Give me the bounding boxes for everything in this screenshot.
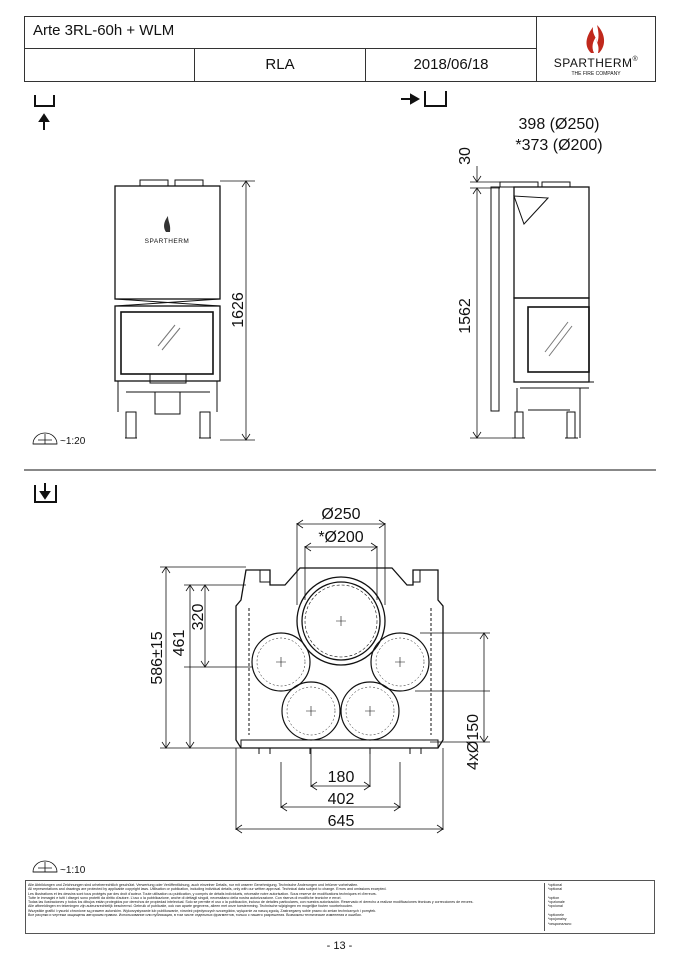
copyright-disclaimer: Alle Abbildungen und Zeichnungen sind ur… — [25, 880, 655, 934]
front-height-dimension-line — [220, 180, 255, 441]
dim-320-label: 320 — [190, 604, 207, 631]
scale-icon — [32, 432, 58, 445]
side-height-dimension-line — [470, 166, 512, 439]
disclaimer-line: Todas las ilustraciones y todos los dibu… — [28, 900, 474, 905]
title-block: Arte 3RL-60h + WLM RLA 2018/06/18 SPARTH… — [24, 16, 656, 82]
optional-item: *optional — [548, 883, 562, 887]
side-flue-dimension-250: 398 (Ø250) — [519, 116, 600, 133]
dim-645-label: 645 — [328, 813, 355, 830]
dim-402-label: 402 — [328, 791, 355, 808]
dim-180-label: 180 — [328, 769, 355, 786]
dim-461-label: 461 — [171, 630, 188, 657]
disclaimer-line: All representations and drawings are pro… — [28, 887, 387, 892]
optional-item: *optional — [548, 887, 562, 892]
disclaimer-line: Les illustrations et les dessins sont to… — [28, 891, 377, 896]
air-outlet-circles — [251, 632, 430, 741]
disclaimer-line: Wszystkie grafiki i rysunki chronione są… — [28, 908, 377, 913]
page-number: - 13 - — [326, 940, 353, 952]
logo-tagline: THE FIRE COMPANY — [571, 71, 621, 77]
front-view-drawing — [114, 179, 221, 439]
side-top-offset-label: 30 — [457, 147, 474, 165]
disclaimer-text: Alle Abbildungen und Zeichnungen sind ur… — [28, 883, 538, 917]
optional-item: *opcjonalny — [548, 917, 567, 922]
logo-brand-text: SPARTHERM® — [553, 56, 639, 70]
title-block-empty-cell — [25, 49, 195, 81]
dim-d200-label: *Ø200 — [318, 529, 363, 546]
optional-item: *opcional — [548, 904, 563, 909]
dim-586-label: 586±15 — [149, 631, 166, 684]
revision-date: 2018/06/18 — [366, 49, 537, 81]
front-stamp: SPARTHERM — [145, 238, 190, 245]
dim-d250-label: Ø250 — [321, 506, 360, 523]
optional-legend: *optional *optional *option *opzionale *… — [544, 883, 648, 931]
flue-collar-250 — [296, 576, 386, 666]
disclaimer-line: Все рисунки и чертежи защищены авторским… — [28, 913, 362, 918]
scale-label-upper: ~1:20 — [60, 436, 86, 447]
side-height-label: 1562 — [457, 298, 474, 334]
scale-icon-lower — [32, 860, 58, 873]
side-view-drawing — [490, 181, 594, 439]
flame-icon — [586, 25, 605, 53]
dim-4x150-label: 4xØ150 — [465, 714, 482, 770]
top-view-drawing — [235, 567, 444, 754]
disclaimer-line: Tutte le immagini e tutti i disegni sono… — [28, 895, 342, 900]
top-view-dimension-lines — [160, 519, 490, 834]
disclaimer-line: Alle Abbildungen und Zeichnungen sind ur… — [28, 883, 359, 887]
front-stamp-flame-icon — [164, 216, 171, 232]
disclaimer-line: Alle afbeeldingen en tekeningen zijn aut… — [28, 904, 354, 909]
front-height-label: 1626 — [230, 292, 247, 328]
top-view-icon — [34, 483, 57, 503]
optional-item: *option — [548, 895, 560, 900]
optional-item: *опционально — [548, 921, 572, 926]
optional-item: *opzionale — [548, 900, 565, 905]
spartherm-logo: SPARTHERM® THE FIRE COMPANY — [537, 17, 655, 81]
optional-item: *optionele — [548, 913, 564, 918]
side-view-icon — [401, 91, 447, 107]
front-view-icon — [34, 95, 55, 130]
variant-label: RLA — [195, 49, 366, 81]
side-flue-dimension-200: *373 (Ø200) — [515, 137, 602, 154]
document-title: Arte 3RL-60h + WLM — [25, 17, 537, 49]
scale-label-lower: ~1:10 — [60, 865, 86, 876]
